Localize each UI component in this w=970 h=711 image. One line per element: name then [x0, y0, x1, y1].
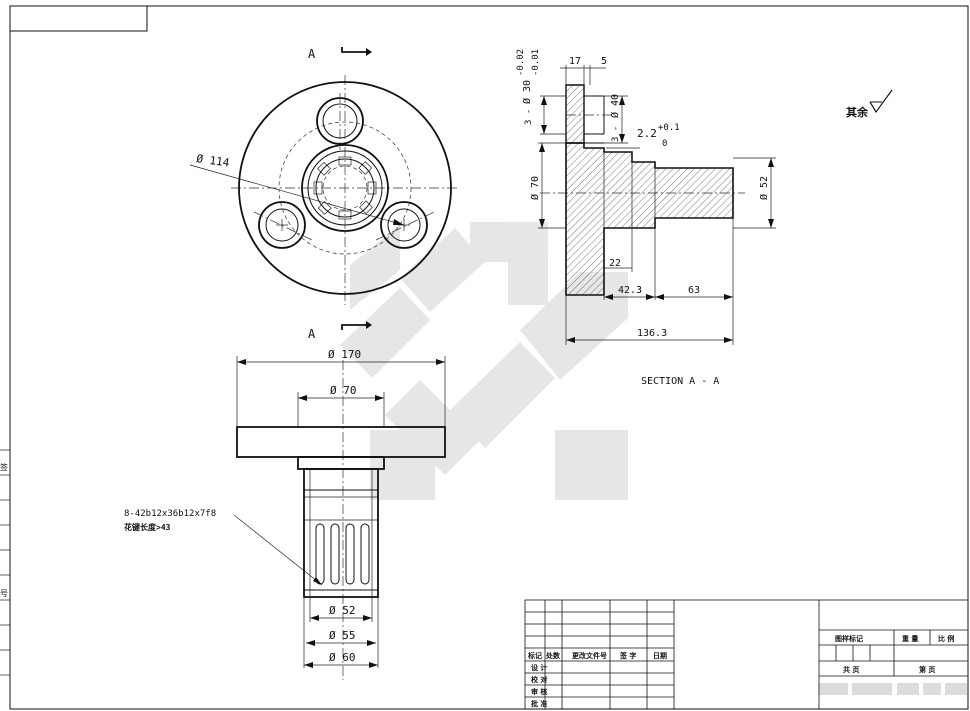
tb-row-approve: 批 准 — [531, 699, 547, 708]
dim-d30: Ø 30 — [521, 80, 533, 104]
spline-length-note: 花键长度>43 — [124, 522, 171, 532]
tb-row-check: 校 对 — [531, 675, 547, 684]
dim-len5: 5 — [601, 56, 607, 67]
section-label-a-bottom: A — [308, 327, 316, 341]
top-view: Ø 114 A A — [189, 47, 458, 341]
tb-scale: 比 例 — [938, 634, 954, 643]
left-side-strip: 签 号 — [0, 449, 10, 676]
dim-len17: 17 — [569, 56, 581, 67]
dim-d55-front: Ø 55 — [329, 629, 356, 642]
title-block: 标记 处数 更改文件号 签 字 日期 设 计 校 对 审 核 批 准 图样标记 … — [524, 599, 969, 710]
section-title: SECTION A - A — [641, 376, 719, 387]
tb-weight: 重 量 — [902, 634, 918, 643]
tb-row-design: 设 计 — [531, 663, 547, 672]
dim-tol-zero: 0 — [662, 139, 667, 149]
dim-len2-2: 2.2 — [637, 127, 657, 140]
dim-d30-tol-lower: -0.01 — [531, 49, 541, 76]
tb-header-mark: 标记 — [527, 651, 542, 660]
tb-header-doc: 更改文件号 — [572, 651, 607, 660]
dim-d30-prefix: 3 - — [524, 109, 534, 125]
surface-roughness-note: 其余 — [846, 89, 893, 119]
dim-len22: 22 — [609, 258, 621, 269]
tb-sheet-no: 第 页 — [919, 665, 935, 674]
tb-stage-mark: 图样标记 — [835, 634, 863, 643]
front-view: Ø 170 Ø 70 Ø 52 Ø 55 Ø 60 8-42b12x36b12x… — [124, 348, 446, 680]
tb-header-count: 处数 — [545, 651, 561, 660]
section-view: 17 5 Ø 30 3 - -0.02 -0.01 Ø 40 3 - 2.2 +… — [516, 49, 776, 387]
dim-d40: Ø 40 — [609, 94, 621, 118]
side-strip-label-top: 签 — [0, 462, 8, 472]
dim-d114: Ø 114 — [196, 152, 231, 170]
side-strip-label-bottom: 号 — [0, 589, 8, 598]
dim-d70-front: Ø 70 — [330, 384, 357, 397]
dim-len42-3: 42.3 — [618, 285, 642, 296]
bolt-hole-left — [258, 201, 306, 249]
tb-header-sign: 签 字 — [619, 651, 636, 660]
dim-len63: 63 — [688, 285, 700, 296]
tb-header-date: 日期 — [653, 651, 667, 660]
dim-d40-prefix: 3 - — [611, 126, 621, 142]
spline-teeth — [313, 156, 377, 220]
sheet-border — [9, 5, 969, 710]
dim-d60-front: Ø 60 — [329, 651, 356, 664]
dim-d52-section: Ø 52 — [758, 176, 770, 200]
roughness-label: 其余 — [846, 105, 869, 119]
spline-spec-note: 8-42b12x36b12x7f8 — [124, 509, 216, 519]
tb-total-sheets: 共 页 — [843, 665, 859, 674]
roughness-symbol-icon — [869, 89, 893, 113]
section-label-a-top: A — [308, 47, 316, 61]
tb-row-review: 审 核 — [531, 687, 547, 696]
dim-tol-plus: +0.1 — [658, 123, 680, 133]
dim-d70-section: Ø 70 — [529, 176, 541, 200]
dim-d52-front: Ø 52 — [329, 604, 356, 617]
dim-d170: Ø 170 — [328, 348, 361, 361]
dim-d30-tol-upper: -0.02 — [516, 49, 526, 76]
blurred-watermark-text — [818, 683, 967, 695]
dim-len136-3: 136.3 — [637, 328, 667, 339]
